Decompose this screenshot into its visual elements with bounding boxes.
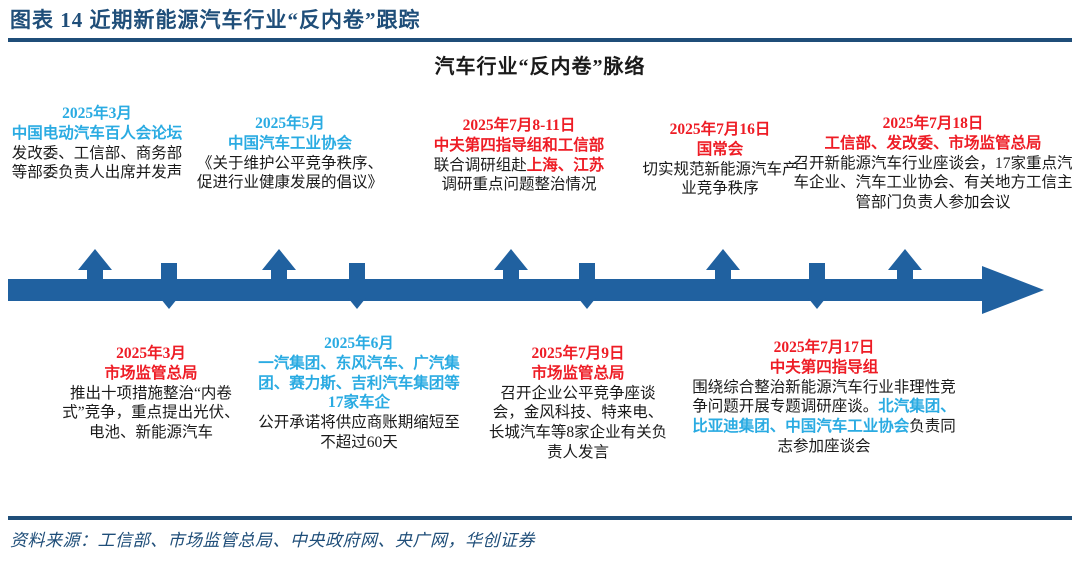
event-date: 2025年7月18日 bbox=[882, 115, 984, 132]
event-org: 工信部、发改委、市场监管总局 bbox=[824, 134, 1042, 152]
event-body: 《关于维护公平竞争秩序、促进行业健康发展的倡议》 bbox=[196, 154, 383, 192]
figure-header: 图表 14 近期新能源汽车行业“反内卷”跟踪 bbox=[0, 0, 1080, 44]
event-date: 2025年7月8-11日 bbox=[462, 117, 576, 134]
timeline-bar bbox=[8, 279, 988, 301]
event-org: 一汽集团、东风汽车、广汽集团、赛力斯、吉利汽车集团等17家车企 bbox=[258, 354, 460, 412]
event-body-part1: 联合调研组赴 bbox=[433, 156, 527, 174]
timeline-event-above-5: 2025年7月18日 工信部、发改委、市场监管总局 召开新能源汽车行业座谈会，1… bbox=[790, 114, 1076, 213]
timeline-event-below-2: 2025年6月 一汽集团、东风汽车、广汽集团、赛力斯、吉利汽车集团等17家车企 … bbox=[258, 334, 460, 453]
event-date: 2025年7月16日 bbox=[669, 121, 771, 138]
timeline-axis bbox=[0, 249, 1080, 335]
timeline-event-above-1: 2025年3月 中国电动汽车百人会论坛 发改委、工信部、商务部等部委负责人出席并… bbox=[6, 104, 188, 183]
source-note: 资料来源：工信部、市场监管总局、中央政府网、央广网，华创证券 bbox=[10, 531, 535, 550]
event-body-part2: 调研重点问题整治情况 bbox=[441, 176, 597, 194]
event-org: 市场监管总局 bbox=[531, 364, 625, 382]
event-body: 公开承诺将供应商账期缩短至不超过60天 bbox=[258, 414, 460, 452]
event-body-mixed: 中夫第四指导组和工信部联合调研组赴上海、江苏调研重点问题整治情况 bbox=[426, 136, 612, 195]
event-body-highlight: 北汽集团、比亚迪集团、中国汽车工业协会 bbox=[692, 398, 956, 436]
event-body: 召开新能源汽车行业座谈会，17家重点汽车企业、汽车工业协会、有关地方工信主管部门… bbox=[793, 154, 1073, 212]
footer-divider bbox=[8, 516, 1072, 520]
event-date: 2025年6月 bbox=[324, 335, 394, 352]
timeline-event-above-2: 2025年5月 中国汽车工业协会 《关于维护公平竞争秩序、促进行业健康发展的倡议… bbox=[196, 114, 384, 193]
timeline-event-below-3: 2025年7月9日 市场监管总局 召开企业公平竞争座谈会，金风科技、特来电、长城… bbox=[486, 344, 670, 463]
event-body: 推出十项措施整治“内卷式”竞争，重点提出光伏、电池、新能源汽车 bbox=[62, 384, 240, 442]
timeline-arrowhead-icon bbox=[982, 266, 1044, 314]
event-body-part2: 负责同志参加座谈会 bbox=[777, 418, 956, 456]
event-date: 2025年7月17日 bbox=[773, 339, 875, 356]
event-date: 2025年5月 bbox=[255, 115, 325, 132]
event-body-part1: 围绕综合整治新能源汽车行业非理性竞争问题开展专题调研座谈。 bbox=[692, 378, 956, 416]
header-divider bbox=[8, 38, 1072, 42]
event-date: 2025年7月9日 bbox=[531, 345, 625, 362]
event-org: 国常会 bbox=[696, 140, 744, 158]
timeline-event-above-3: 2025年7月8-11日 中夫第四指导组和工信部联合调研组赴上海、江苏调研重点问… bbox=[426, 116, 612, 195]
event-org: 中国电动汽车百人会论坛 bbox=[11, 124, 183, 142]
event-body-mixed: 围绕综合整治新能源汽车行业非理性竞争问题开展专题调研座谈。北汽集团、比亚迪集团、… bbox=[686, 378, 962, 457]
event-org: 中夫第四指导组和工信部 bbox=[433, 136, 605, 154]
event-body: 发改委、工信部、商务部等部委负责人出席并发声 bbox=[11, 144, 183, 182]
timeline-event-below-4: 2025年7月17日 中夫第四指导组 围绕综合整治新能源汽车行业非理性竞争问题开… bbox=[686, 338, 962, 457]
page-title: 图表 14 近期新能源汽车行业“反内卷”跟踪 bbox=[10, 8, 421, 32]
event-org: 中夫第四指导组 bbox=[769, 358, 879, 376]
chart-subtitle: 汽车行业“反内卷”脉络 bbox=[434, 56, 646, 78]
event-body-highlight: 上海、江苏 bbox=[526, 156, 605, 174]
timeline-event-below-1: 2025年3月 市场监管总局 推出十项措施整治“内卷式”竞争，重点提出光伏、电池… bbox=[58, 344, 244, 443]
event-body: 召开企业公平竞争座谈会，金风科技、特来电、长城汽车等8家企业有关负责人发言 bbox=[488, 384, 668, 462]
event-org: 中国汽车工业协会 bbox=[227, 134, 352, 152]
event-date: 2025年3月 bbox=[62, 105, 132, 122]
event-body: 切实规范新能源汽车产业竞争秩序 bbox=[642, 160, 798, 198]
event-org: 市场监管总局 bbox=[104, 364, 198, 382]
event-date: 2025年3月 bbox=[116, 345, 186, 362]
timeline-event-above-4: 2025年7月16日 国常会 切实规范新能源汽车产业竞争秩序 bbox=[640, 120, 800, 199]
